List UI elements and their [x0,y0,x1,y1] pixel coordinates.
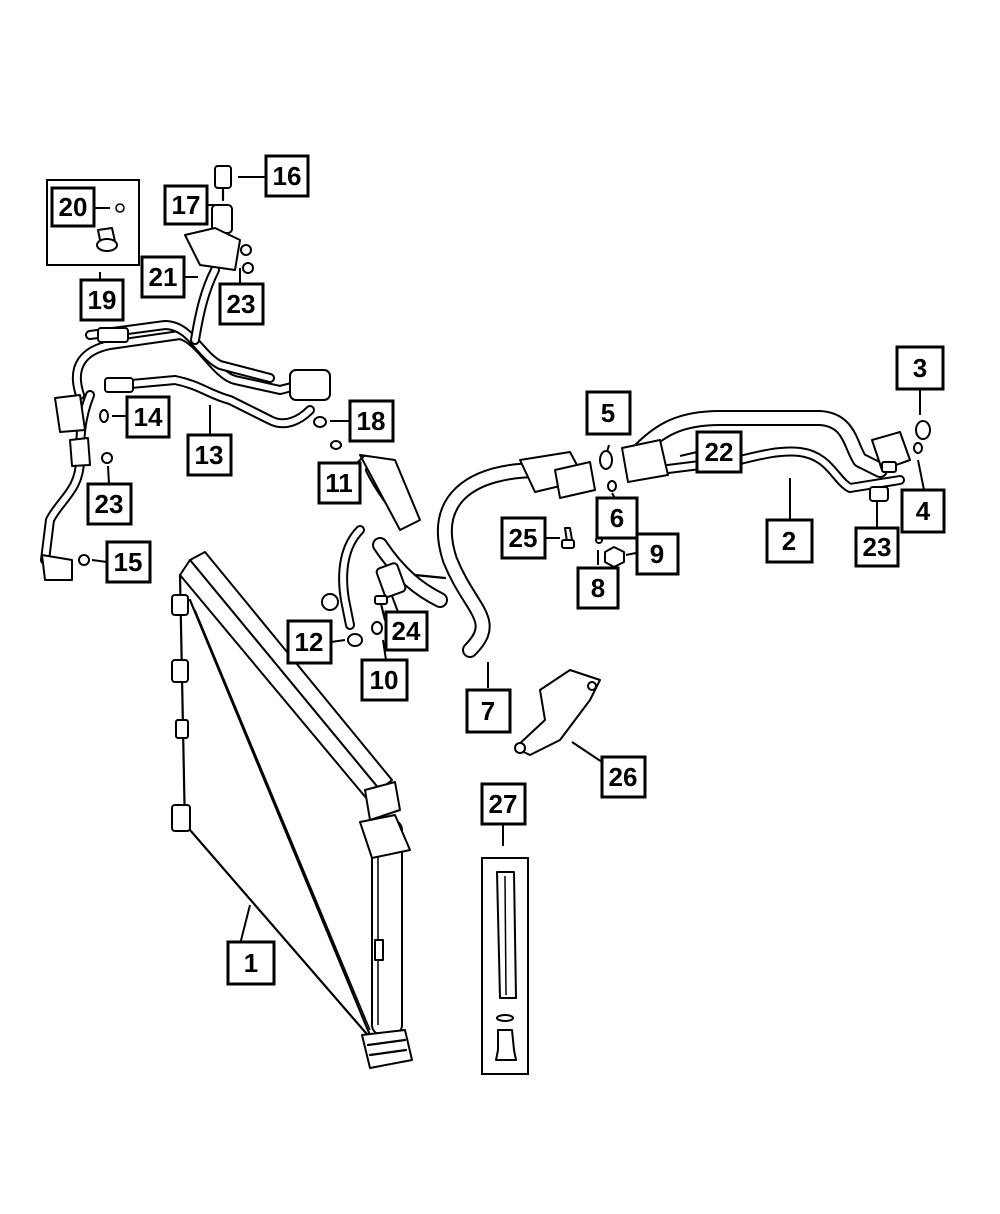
callout-label: 2 [782,526,796,556]
suction-hose-assembly [321,454,448,630]
leader-lines [91,176,925,961]
callout-20: 20 [50,186,96,228]
callout-label: 23 [95,489,124,519]
callout-label: 11 [325,468,353,498]
callout-21: 21 [140,255,186,299]
callout-label: 19 [88,285,117,315]
callout-label: 1 [244,948,258,978]
callout-23-left: 23 [86,482,133,526]
callout-label: 4 [916,496,931,526]
callout-label: 27 [489,789,518,819]
callout-label: 21 [149,262,178,292]
callout-label: 23 [863,532,892,562]
liquid-line [621,410,911,502]
callout-26: 26 [600,755,647,799]
callout-6: 6 [595,496,639,540]
callout-16: 16 [264,154,310,198]
callout-label: 15 [114,547,143,577]
callout-label: 26 [609,762,638,792]
receiver-kit [481,857,529,1075]
callout-label: 25 [509,523,538,553]
callout-label: 13 [195,440,224,470]
callout-7: 7 [465,688,512,734]
callout-13: 13 [186,433,233,477]
callout-24: 24 [384,610,429,652]
callout-22: 22 [695,430,743,474]
pressure-switch-kit [46,179,140,266]
callout-label: 23 [227,289,256,319]
callout-label: 9 [650,539,664,569]
callout-15: 15 [105,540,152,584]
callout-4: 4 [900,488,946,534]
callout-23-upper: 23 [218,282,265,326]
callout-label: 18 [357,406,386,436]
callout-label: 22 [705,437,734,467]
callout-10: 10 [360,658,409,702]
bracket [514,669,601,756]
service-port [184,165,254,274]
callout-label: 16 [273,161,302,191]
callout-23-right: 23 [854,526,900,568]
discharge-hose [437,451,596,658]
callout-label: 12 [295,627,324,657]
callout-1: 1 [226,940,276,986]
callout-19: 19 [79,278,125,322]
callout-17: 17 [163,184,209,226]
callout-label: 6 [610,503,624,533]
callout-label: 17 [172,190,201,220]
callout-label: 8 [591,573,605,603]
callout-3: 3 [895,345,945,391]
condenser [171,551,413,1069]
callout-11: 11 [317,461,362,505]
callout-label: 24 [392,616,421,646]
callout-label: 20 [59,192,88,222]
callout-label: 14 [134,402,163,432]
callout-label: 5 [601,398,615,428]
callout-9: 9 [635,532,680,576]
callout-18: 18 [348,399,395,443]
callout-14: 14 [125,395,171,439]
suction-line [40,265,331,581]
callout-8: 8 [576,566,620,610]
callout-12: 12 [286,619,333,665]
callout-27: 27 [480,782,527,826]
callout-5: 5 [585,390,632,436]
callout-2: 2 [765,518,814,564]
callout-label: 7 [481,696,495,726]
callout-label: 3 [913,353,927,383]
callout-25: 25 [500,516,547,560]
callout-label: 10 [370,665,399,695]
